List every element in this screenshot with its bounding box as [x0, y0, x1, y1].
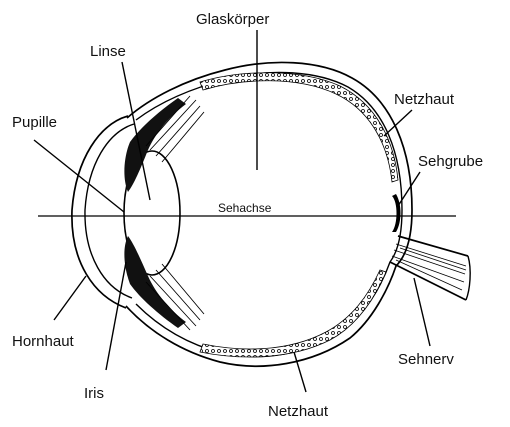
fovea-patch [392, 194, 401, 232]
cornea-outer [72, 116, 128, 308]
label-glaskoerper: Glaskörper [196, 11, 269, 28]
optic-nerve-fibers [392, 244, 466, 290]
label-sehgrube: Sehgrube [418, 153, 483, 170]
label-sehachse: Sehachse [218, 201, 272, 215]
leader-pupille [34, 140, 124, 212]
label-linse: Linse [90, 43, 126, 60]
label-netzhaut-bottom: Netzhaut [268, 403, 329, 420]
leader-netzhaut-bottom [294, 352, 306, 392]
label-iris: Iris [84, 385, 104, 402]
retina-band-bottom [200, 270, 386, 357]
label-sehnerv: Sehnerv [398, 351, 454, 368]
leader-iris [106, 262, 126, 370]
leader-hornhaut [54, 276, 86, 320]
optic-nerve-end [466, 256, 470, 300]
leader-sehnerv [414, 278, 430, 346]
label-netzhaut-top: Netzhaut [394, 91, 455, 108]
label-hornhaut: Hornhaut [12, 333, 75, 350]
label-pupille: Pupille [12, 114, 57, 131]
